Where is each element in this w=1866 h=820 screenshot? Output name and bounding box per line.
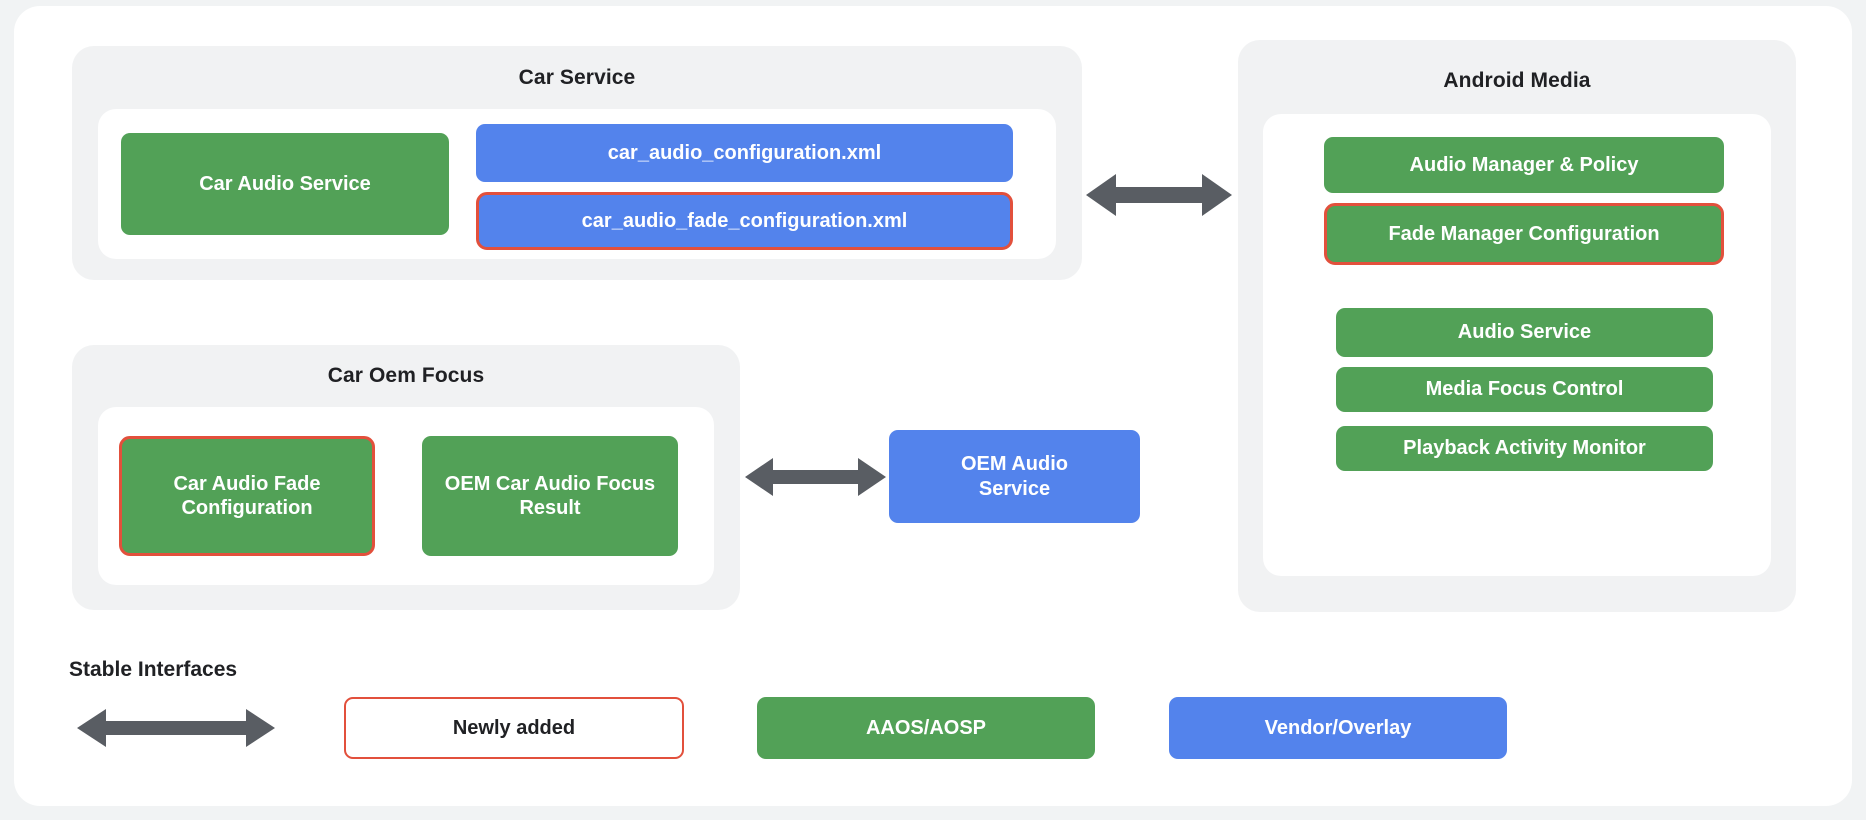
group-car-service-title: Car Service: [518, 66, 636, 89]
group-android-media: Android Media Audio Manager & Policy Fad…: [1238, 40, 1796, 612]
legend-stable-interfaces-label: Stable Interfaces: [69, 658, 238, 681]
block-audio-manager-and-policy[interactable]: Audio Manager & Policy: [1324, 137, 1724, 193]
block-oem-audio-service[interactable]: OEM Audio Service: [889, 430, 1140, 523]
legend-stable-interfaces-arrow-icon: [77, 707, 275, 749]
block-oem-car-audio-focus-result[interactable]: OEM Car Audio Focus Result: [422, 436, 678, 556]
group-car-service: Car Service Car Audio Service car_audio_…: [72, 46, 1082, 280]
group-car-oem-focus: Car Oem Focus Car Audio Fade Configurati…: [72, 345, 740, 610]
oem-audio-service-line-1: OEM Audio: [960, 453, 1069, 476]
block-fade-manager-configuration[interactable]: Fade Manager Configuration: [1324, 203, 1724, 265]
block-car-audio-fade-configuration-xml[interactable]: car_audio_fade_configuration.xml: [476, 192, 1013, 250]
block-playback-activity-monitor[interactable]: Playback Activity Monitor: [1336, 426, 1713, 471]
legend-chip-aaos-aosp[interactable]: AAOS/AOSP: [757, 697, 1095, 759]
block-audio-service[interactable]: Audio Service: [1336, 308, 1713, 357]
legend-chip-newly-added[interactable]: Newly added: [344, 697, 684, 759]
connector-car-oem-focus-to-oem-audio-service: [745, 456, 886, 498]
oem-audio-service-line-2: Service: [978, 477, 1051, 500]
block-media-focus-control[interactable]: Media Focus Control: [1336, 367, 1713, 412]
block-car-audio-service[interactable]: Car Audio Service: [121, 133, 449, 235]
legend-chip-vendor-overlay[interactable]: Vendor/Overlay: [1169, 697, 1507, 759]
diagram-card: Car Service Car Audio Service car_audio_…: [14, 6, 1852, 806]
block-car-audio-fade-configuration[interactable]: Car Audio Fade Configuration: [119, 436, 375, 556]
group-car-oem-focus-title: Car Oem Focus: [327, 364, 485, 387]
block-car-audio-configuration-xml[interactable]: car_audio_configuration.xml: [476, 124, 1013, 182]
group-android-media-title: Android Media: [1443, 69, 1591, 92]
connector-car-service-to-android-media: [1086, 172, 1232, 218]
